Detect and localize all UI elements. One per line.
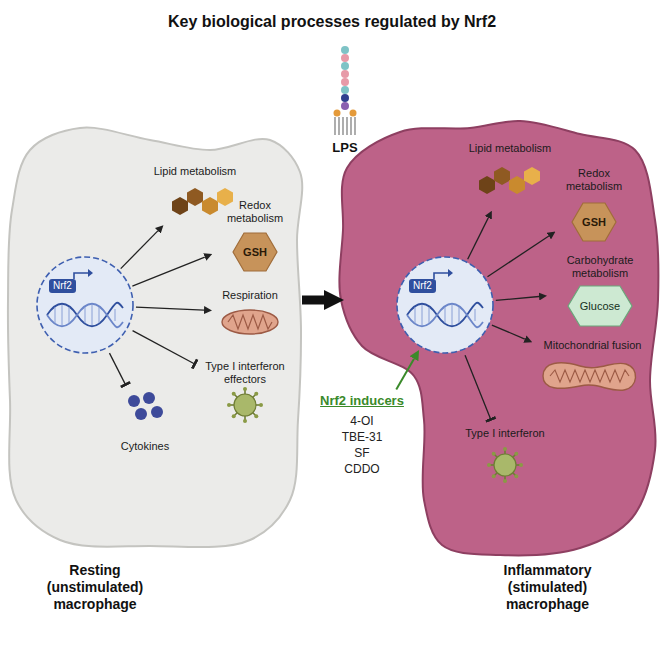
process-label: Lipid metabolism (150, 165, 240, 178)
cytokine-dots (128, 395, 140, 407)
cytokine-dots (135, 408, 147, 420)
cell-outline (8, 128, 302, 548)
cell-heading: Inflammatory (stimulated) macrophage (485, 562, 610, 613)
molecule-label: LPS (320, 140, 370, 156)
metabolite-label: Glucose (550, 300, 650, 313)
cell-heading: Resting (unstimulated) macrophage (30, 562, 160, 613)
process-item: Lipid metabolism (465, 140, 555, 208)
cell-outline (8, 121, 659, 555)
transition-arrow (302, 296, 324, 305)
induction-arrow (396, 359, 414, 390)
lps-molecule (341, 102, 349, 110)
fused-mitochondrion-icon (543, 363, 636, 390)
fused-mitochondrion-icon (550, 370, 629, 382)
process-label: Redox metabolism (558, 167, 630, 193)
lps-molecule (346, 117, 347, 135)
lps-molecule (335, 117, 355, 135)
fused-mitochondrion-icon (543, 363, 636, 390)
lipid-icon (187, 188, 203, 206)
process-item: Redox metabolismGSH (558, 165, 630, 247)
nucleus (37, 257, 133, 353)
process-label: Carbohydrate metabolism (550, 254, 650, 280)
lipid-icon (217, 188, 233, 206)
inhibition-connector (133, 331, 195, 364)
lps-molecule (341, 70, 349, 78)
cell: Nrf2Lipid metabolismRedox metabolismGSHR… (5, 120, 305, 550)
nucleus (397, 257, 493, 353)
process-item: Type I interferon (460, 425, 550, 485)
lps-molecule (341, 54, 349, 62)
process-item: Mitochondrial fusion (535, 337, 650, 399)
cell: Nrf2Lipid metabolismRedox metabolismGSHC… (340, 118, 662, 558)
lipid-icon (479, 167, 540, 194)
process-item: Carbohydrate metabolismGlucose (550, 252, 650, 330)
nucleus: Nrf2 (37, 257, 133, 353)
gene-badge: Nrf2 (409, 279, 436, 293)
mitochondrion-icon (228, 315, 272, 329)
process-item: Cytokines (110, 390, 180, 456)
metabolite-label: GSH (215, 246, 295, 259)
cytokine-dots (143, 392, 155, 404)
regulation-arrow (487, 236, 548, 277)
cell-outline (339, 121, 658, 555)
lipid-icon (172, 188, 233, 215)
lps-molecule (334, 46, 357, 135)
cytokine-dots (151, 406, 163, 418)
lps-molecule (341, 86, 349, 94)
process-item: Redox metabolismGSH (215, 197, 295, 277)
inducer-name: SF (312, 445, 412, 461)
lipid-icon (509, 176, 525, 194)
cytokine-dots (128, 392, 163, 420)
inducer-list: Nrf2 inducers 4-OITBE-31SFCDDO (312, 393, 412, 505)
lps-molecule (334, 117, 335, 135)
inhibition-connector (109, 353, 125, 385)
regulation-arrow (121, 231, 158, 269)
lps-molecule (338, 117, 339, 135)
regulation-arrow (496, 297, 539, 301)
process-item: Lipid metabolism (150, 163, 240, 223)
lps-molecule (354, 117, 355, 135)
lipid-icon (524, 167, 540, 185)
inhibition-connector (465, 355, 491, 419)
process-label: Lipid metabolism (465, 142, 555, 155)
process-label: Cytokines (110, 440, 180, 453)
mitochondrion-icon (222, 310, 278, 334)
virus-icon (227, 387, 263, 423)
lipid-icon (172, 197, 188, 215)
lps-molecule (350, 110, 357, 117)
lps-molecule (341, 62, 349, 70)
nucleus: Nrf2 (397, 257, 493, 353)
inducer-name: CDDO (312, 461, 412, 477)
figure-title: Key biological processes regulated by Nr… (0, 12, 664, 32)
process-item: Type I interferon effectors (200, 360, 290, 422)
process-label: Redox metabolism (215, 199, 295, 225)
gene-badge: Nrf2 (49, 279, 76, 293)
inducer-name: TBE-31 (312, 429, 412, 445)
lps-molecule (350, 117, 351, 135)
metabolite-label: GSH (558, 216, 630, 229)
regulation-arrow (136, 307, 204, 310)
lipid-icon (479, 176, 495, 194)
regulation-arrow (492, 325, 525, 339)
process-item: Respiration (215, 287, 285, 337)
lipid-icon (494, 167, 510, 185)
lps-molecule (341, 78, 349, 86)
lps-molecule (334, 110, 341, 117)
lipid-icon (202, 197, 218, 215)
lps-molecule (341, 46, 349, 54)
process-label: Respiration (215, 289, 285, 302)
process-label: Type I interferon effectors (200, 360, 290, 386)
lps-molecule (342, 117, 343, 135)
lps-molecule (341, 94, 349, 102)
inducer-name: 4-OI (312, 413, 412, 429)
regulation-arrow (132, 257, 204, 286)
mitochondrion-icon (222, 310, 278, 334)
virus-icon (487, 447, 523, 483)
process-label: Type I interferon (460, 427, 550, 440)
inducer-heading: Nrf2 inducers (312, 393, 412, 409)
process-label: Mitochondrial fusion (535, 339, 650, 352)
regulation-arrow (468, 218, 489, 259)
